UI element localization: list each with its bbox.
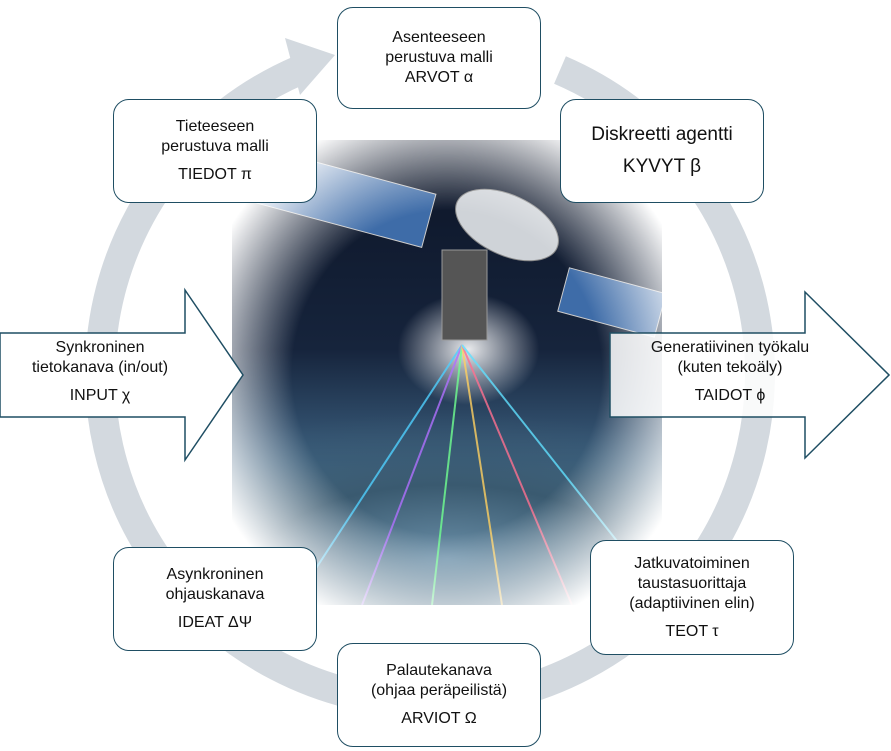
node-top-right: Diskreetti agentti KYVYT β	[560, 99, 764, 203]
label-symbol: ARVOT α	[404, 69, 474, 86]
label-line: Synkroninen	[55, 339, 145, 356]
label-line: Asenteeseen	[392, 29, 486, 46]
right-arrow-shape	[609, 290, 891, 460]
label-symbol: IDEAT ΔΨ	[177, 614, 253, 631]
node-bottom-left: Asynkroninen ohjauskanava IDEAT ΔΨ	[113, 547, 317, 651]
label-symbol: INPUT χ	[69, 387, 131, 404]
label-line: ohjauskanava	[165, 586, 265, 603]
label-line: tietokanava (in/out)	[31, 359, 169, 376]
label-line: Palautekanava	[386, 662, 492, 679]
satellite-body	[441, 249, 488, 341]
label-line: Asynkroninen	[166, 566, 264, 583]
satellite-earth-image	[232, 140, 667, 606]
label-line: Diskreetti agentti	[591, 124, 733, 145]
label-line: Generatiivinen työkalu	[650, 339, 810, 356]
node-top: Asenteeseen perustuva malli ARVOT α	[337, 7, 541, 109]
label-line: taustasuorittaja	[637, 574, 747, 592]
satellite-dish	[455, 188, 559, 262]
label-line: Jatkuvatoiminen	[634, 554, 750, 572]
label-symbol: TEOT τ	[665, 622, 719, 640]
left-arrow-label: Synkroninen tietokanava (in/out) INPUT χ	[0, 338, 200, 406]
cycle-arrowhead	[285, 38, 335, 95]
node-bottom: Palautekanava (ohjaa peräpeilistä) ARVIO…	[337, 643, 541, 747]
label-line: (adaptiivinen elin)	[629, 594, 755, 612]
label-line: perustuva malli	[385, 49, 493, 66]
node-top-left: Tieteeseen perustuva malli TIEDOT π	[113, 99, 317, 203]
solar-panel-right	[557, 267, 667, 338]
label-symbol: TAIDOT ϕ	[694, 387, 766, 404]
label-line: perustuva malli	[161, 138, 269, 155]
label-line: Tieteeseen	[175, 118, 255, 135]
label-line: (kuten tekoäly)	[677, 359, 783, 376]
label-symbol: KYVYT β	[622, 156, 702, 177]
label-line: (ohjaa peräpeilistä)	[370, 682, 508, 699]
left-arrow-shape	[0, 287, 244, 463]
right-arrow-label: Generatiivinen työkalu (kuten tekoäly) T…	[620, 338, 840, 406]
label-symbol: ARVIOT Ω	[401, 710, 477, 727]
node-bottom-right: Jatkuvatoiminen taustasuorittaja (adapti…	[590, 540, 794, 655]
label-symbol: TIEDOT π	[178, 166, 252, 183]
